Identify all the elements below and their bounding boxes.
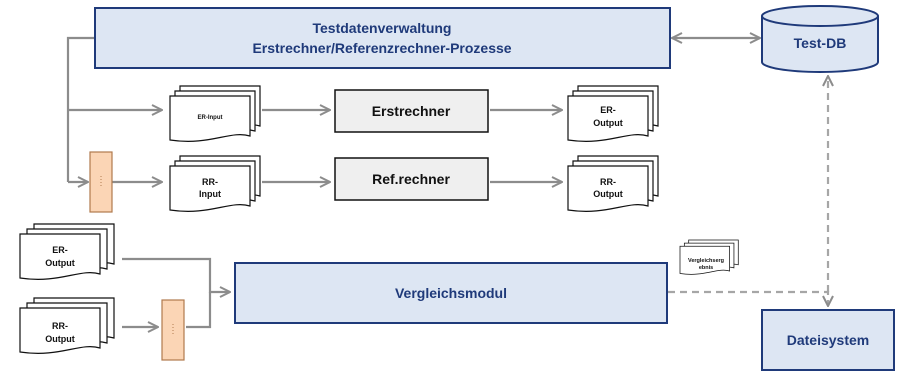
doc-er-input: ER-Input: [169, 85, 261, 142]
vergleichsmodul-box: Vergleichsmodul: [234, 262, 668, 324]
erstrechner-label: Erstrechner: [372, 103, 451, 119]
dateisystem-label: Dateisystem: [787, 332, 870, 348]
doc-er-output: ER- Output: [567, 85, 659, 142]
dateisystem-box: Dateisystem: [761, 309, 895, 371]
testdaten-title-line1: Testdatenverwaltung: [313, 20, 452, 36]
doc-rr-output: RR- Output: [567, 155, 659, 212]
dashed-connectors: [668, 76, 828, 306]
doc-left-er-output: ER- Output: [19, 223, 115, 280]
er-input-label: ER-Input: [198, 115, 223, 121]
arrow-vergleich-to-dateisystem: [668, 290, 828, 306]
rr-output-line1: RR-: [600, 177, 616, 187]
arrow-filter-to-vergleich: [186, 292, 212, 329]
arrow-left-er-output-to-vergleich: [122, 257, 230, 292]
vergleichsmodul-label: Vergleichsmodul: [395, 285, 507, 301]
vergleich-line1: Vergleichserg: [688, 258, 724, 264]
erstrechner-box: Erstrechner: [334, 89, 489, 133]
er-output-line2: Output: [593, 118, 623, 128]
connectors: [66, 36, 760, 329]
testdatenverwaltung-box: Testdatenverwaltung Erstrechner/Referenz…: [94, 7, 671, 69]
rr-input-line2: Input: [199, 189, 221, 199]
rr-output-line2: Output: [593, 189, 623, 199]
vergleich-line2: ebnis: [699, 265, 713, 271]
left-er-output-line2: Output: [45, 258, 75, 268]
left-rr-output-line2: Output: [45, 334, 75, 344]
test-db-label: Test-DB: [794, 35, 847, 51]
er-output-line1: ER-: [600, 105, 616, 115]
refrechner-label: Ref.rechner: [372, 171, 450, 187]
left-er-output-line1: ER-: [52, 245, 68, 255]
doc-vergleichsergebnis: Vergleichserg ebnis: [679, 239, 739, 275]
filter-icon: [161, 299, 185, 361]
doc-rr-input: RR- Input: [169, 155, 261, 212]
refrechner-box: Ref.rechner: [334, 157, 489, 201]
left-rr-output-line1: RR-: [52, 321, 68, 331]
filter-icon: [89, 151, 113, 213]
test-db-cylinder: Test-DB: [761, 5, 879, 73]
testdaten-title-line2: Erstrechner/Referenzrechner-Prozesse: [252, 40, 511, 56]
doc-left-rr-output: RR- Output: [19, 297, 115, 354]
trunk-line: [66, 36, 95, 182]
rr-input-line1: RR-: [202, 177, 218, 187]
